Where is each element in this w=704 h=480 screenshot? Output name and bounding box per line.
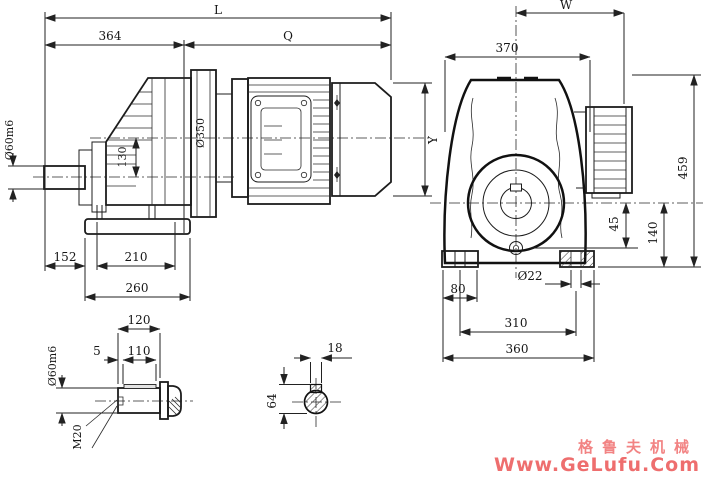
dim-459-label: 459 [676, 157, 690, 180]
dim-120-label: 120 [128, 313, 151, 327]
dim-18-label: 18 [327, 341, 342, 355]
shaft-section-circle [303, 389, 329, 415]
dim-64-label: 64 [265, 393, 279, 409]
dim-130-label: 130 [116, 147, 129, 168]
terminal-plate-inner [260, 107, 302, 171]
dim-310-label: 310 [505, 316, 528, 330]
foot-left [441, 250, 479, 268]
dim-80-label: 80 [450, 282, 465, 296]
mounting-foot [84, 218, 191, 235]
dim-370-label: 370 [496, 41, 519, 55]
side-view: 130 Ø350 [3, 3, 440, 301]
housing-ribs [106, 78, 166, 205]
dim-L-label: L [214, 3, 222, 17]
key [123, 384, 157, 389]
motor-fins [248, 84, 330, 197]
output-shaft [43, 165, 86, 190]
dim-120: 120 [117, 313, 161, 384]
dim-Y-label: Y [426, 135, 440, 145]
dim-360-label: 360 [506, 342, 529, 356]
housing-outline [443, 78, 587, 265]
dim-5-110: 5 110 [93, 344, 157, 384]
bolt-head-hatch [168, 396, 182, 416]
motor-body [247, 77, 331, 205]
dim-360: 360 [442, 270, 595, 362]
dim-459: 459 [598, 74, 701, 268]
alignment-marks [334, 95, 340, 182]
dim-364-Q: 364 Q [44, 29, 392, 233]
shaft-dia-label: Ø60m6 [3, 120, 16, 160]
dim-260-label: 260 [126, 281, 149, 295]
dim-18: 18 [294, 341, 352, 383]
dim-64: 64 [265, 367, 311, 429]
dim-130: 130 [116, 137, 140, 178]
motor-fin-block [574, 106, 633, 199]
dim-45-label: 45 [607, 216, 621, 231]
foot-right [559, 250, 595, 268]
terminal-screws [254, 99, 308, 179]
dim-shaft-dia: Ø60m6 [3, 120, 44, 202]
retaining-bolt-head [167, 385, 182, 417]
terminal-plate [250, 95, 312, 183]
dim-152-label: 152 [54, 250, 77, 264]
dim-5-label: 5 [93, 344, 101, 358]
drain-plug [509, 241, 523, 255]
dim-shaft-dia-detail: Ø60m6 [46, 346, 118, 426]
dim-hole22-label: Ø22 [517, 269, 542, 283]
dim-310: 310 [459, 270, 577, 336]
section-keyway [309, 383, 323, 394]
watermark: 格鲁夫机械 Www.GeLufu.Com [494, 440, 700, 476]
dim-W-label: W [560, 0, 573, 12]
dim-hole-22: Ø22 [517, 269, 600, 288]
flange-pilot-circle [482, 169, 550, 237]
section-detail: 18 64 [265, 341, 352, 429]
bore-keyway [510, 183, 522, 192]
shaft-detail: 120 5 110 Ø60m6 M20 [46, 313, 193, 450]
fan-cover [331, 82, 392, 197]
output-flange-circle [466, 153, 566, 253]
thread-label: M20 [71, 424, 84, 449]
flange-dia-label: Ø350 [194, 118, 207, 148]
watermark-website: Www.GeLufu.Com [494, 454, 700, 477]
dim-364-label: 364 [99, 29, 122, 43]
dim-152-210-260: 152 210 260 [44, 222, 191, 301]
dim-140-label: 140 [646, 222, 660, 245]
dim-Y: Y [393, 82, 440, 197]
dim-W: W [515, 0, 625, 104]
front-view: W 370 459 140 45 80 [430, 0, 703, 362]
end-washer [159, 381, 169, 420]
watermark-company-name: 格鲁夫机械 [577, 438, 698, 457]
dim-140: 140 [646, 202, 668, 268]
vent-slots [264, 125, 282, 155]
dim-370: 370 [444, 41, 591, 132]
dim-110-label: 110 [128, 344, 151, 358]
pedestal [96, 205, 156, 219]
shaft-body [117, 387, 161, 414]
dim-210-label: 210 [125, 250, 148, 264]
center-hole-notch [117, 396, 124, 406]
shaft-dia-detail-label: Ø60m6 [46, 346, 59, 386]
dim-Q-label: Q [283, 29, 293, 43]
dim-thread-M20: M20 [71, 399, 118, 450]
dim-45: 45 [530, 202, 638, 249]
